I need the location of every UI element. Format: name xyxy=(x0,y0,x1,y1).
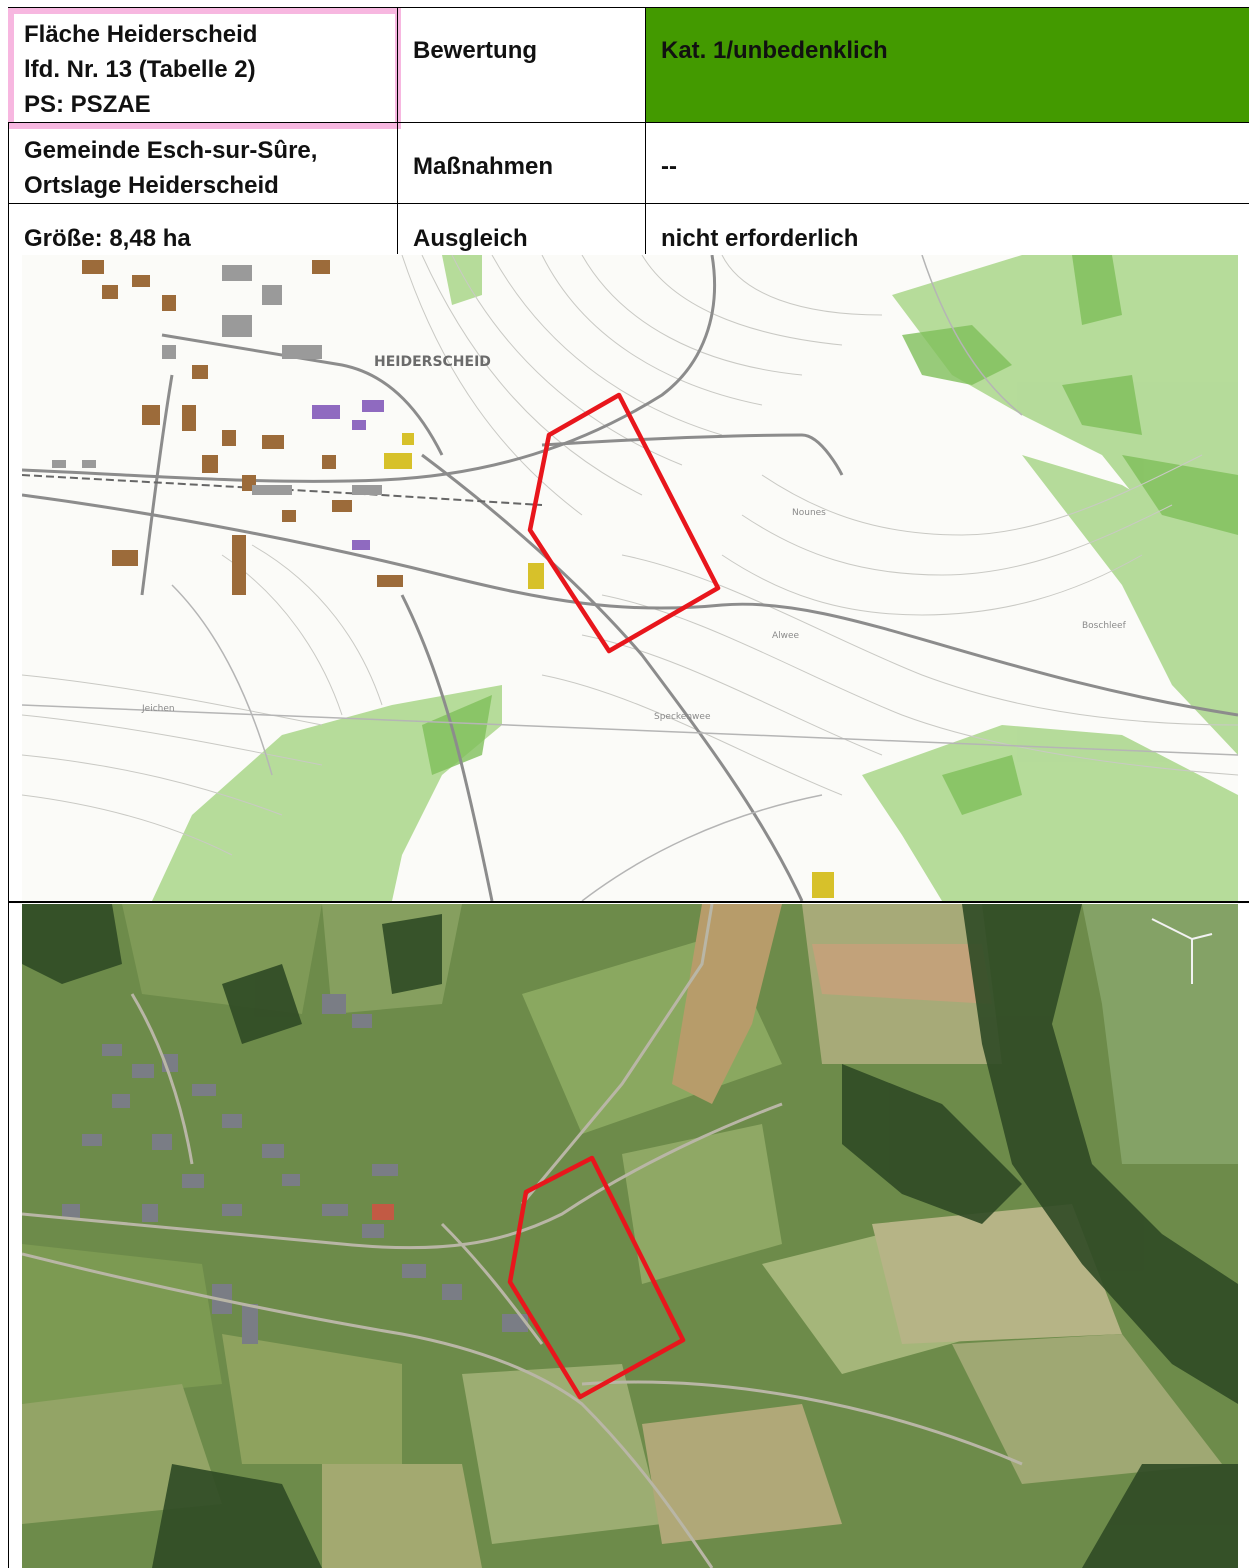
table-line xyxy=(8,123,9,254)
locality-name: Ortslage Heiderscheid xyxy=(24,172,279,199)
compensation-label: Ausgleich xyxy=(413,225,528,252)
aerial-photo xyxy=(22,904,1238,1568)
table-line xyxy=(8,203,1249,204)
field-name-jeichen: Jeichen xyxy=(141,704,175,714)
site-number: lfd. Nr. 13 (Tabelle 2) xyxy=(24,56,256,83)
site-name: Fläche Heiderscheid xyxy=(24,21,258,48)
agricultural-fields xyxy=(22,904,1238,1568)
site-boundary-outline xyxy=(527,392,721,654)
topographic-map-svg: HEIDERSCHEID Nounes Alwee Boschleef Spec… xyxy=(22,255,1238,901)
site-boundary-outline xyxy=(507,1155,686,1400)
dense-forest xyxy=(422,255,1238,815)
forest-areas xyxy=(22,904,1238,1568)
municipality-name: Gemeinde Esch-sur-Sûre, xyxy=(24,137,318,164)
table-line xyxy=(397,8,398,254)
site-code: PS: PSZAE xyxy=(24,91,151,118)
frame-line-left xyxy=(8,254,9,1568)
field-name-alwee: Alwee xyxy=(772,631,800,641)
settlement-buildings xyxy=(82,260,403,595)
field-name-speckenwee: Speckenwee xyxy=(654,712,711,722)
site-title-highlight xyxy=(8,8,401,129)
public-buildings xyxy=(312,400,384,550)
village-rooftops xyxy=(62,994,528,1344)
measures-value: -- xyxy=(661,153,677,180)
table-line xyxy=(645,8,646,254)
rating-value: Kat. 1/unbedenklich xyxy=(661,37,888,64)
frame-line-mid xyxy=(8,901,1249,903)
table-line xyxy=(8,122,1249,123)
other-buildings xyxy=(52,265,382,495)
site-title: Fläche Heiderscheid lfd. Nr. 13 (Tabelle… xyxy=(24,17,257,122)
site-size: Größe: 8,48 ha xyxy=(24,225,191,252)
roads xyxy=(22,904,1023,1568)
rating-label: Bewertung xyxy=(413,37,538,64)
measures-label: Maßnahmen xyxy=(413,153,554,180)
village-name-label: HEIDERSCHEID xyxy=(374,354,491,370)
info-table: Fläche Heiderscheid lfd. Nr. 13 (Tabelle… xyxy=(8,7,1249,254)
rating-value-cell xyxy=(646,8,1249,123)
municipality: Gemeinde Esch-sur-Sûre, Ortslage Heiders… xyxy=(24,133,317,203)
roads xyxy=(22,255,1238,901)
paths xyxy=(22,255,1238,901)
wind-turbine-icon xyxy=(1151,918,1213,984)
yellow-buildings xyxy=(384,433,834,898)
compensation-value: nicht erforderlich xyxy=(661,225,859,252)
table-line xyxy=(8,7,1249,8)
topographic-map: HEIDERSCHEID Nounes Alwee Boschleef Spec… xyxy=(22,255,1238,901)
red-roof xyxy=(372,1204,394,1220)
aerial-photo-svg xyxy=(22,904,1238,1568)
field-name-boschleef: Boschleef xyxy=(1082,621,1127,631)
field-name-nounes: Nounes xyxy=(792,508,826,518)
